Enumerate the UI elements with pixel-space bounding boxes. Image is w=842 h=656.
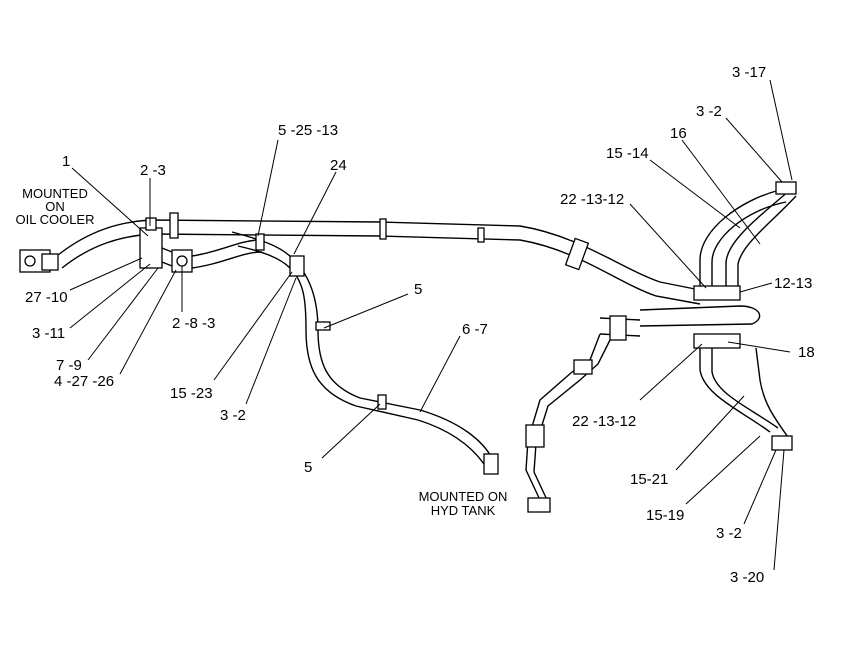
hose-clip — [289, 255, 305, 277]
hyd-tank-note: MOUNTED ON HYD TANK — [419, 489, 508, 518]
hyd-tank-note-line2: HYD TANK — [431, 503, 496, 518]
callout-18: 18 — [798, 344, 815, 361]
clamp-b — [379, 218, 387, 240]
callout-3-2-b: 3 -2 — [696, 103, 722, 120]
oil-cooler-fittings — [19, 217, 263, 273]
callout-12-13: 12-13 — [774, 275, 812, 292]
callout-15-21: 15-21 — [630, 471, 668, 488]
clamp-c — [477, 227, 485, 243]
flange-bolt — [24, 255, 36, 267]
tee-cap — [145, 217, 157, 231]
callout-5-25-13: 5 -25 -13 — [278, 122, 338, 139]
callout-5-a: 5 — [414, 281, 422, 298]
callout-22-13-12-a: 22 -13-12 — [560, 191, 624, 208]
clamp-d — [564, 237, 590, 271]
callout-2-3: 2 -3 — [140, 162, 166, 179]
hose-band-c — [377, 394, 387, 410]
callout-3-11: 3 -11 — [32, 325, 65, 342]
right-manifold — [525, 181, 797, 513]
elbow-coupler — [525, 424, 545, 448]
bottom-right-clamp — [771, 435, 793, 451]
mount-bracket — [573, 359, 593, 375]
lower-flange-block — [693, 333, 741, 349]
left-port-fitting — [609, 315, 627, 341]
oil-cooler-note-line1: MOUNTED — [22, 186, 88, 201]
callout-5-b: 5 — [304, 459, 312, 476]
end-flange — [527, 497, 551, 513]
oil-cooler-note-line3: OIL COOLER — [16, 212, 95, 227]
callout-27-10: 27 -10 — [25, 289, 68, 306]
tank-fitting — [483, 453, 499, 475]
oil-cooler-note: MOUNTED ON OIL COOLER — [16, 186, 95, 227]
callout-3-17: 3 -17 — [732, 64, 766, 81]
callout-3-2-c: 3 -2 — [716, 525, 742, 542]
callout-24: 24 — [330, 157, 347, 174]
callout-3-20: 3 -20 — [730, 569, 764, 586]
callout-1: 1 — [62, 153, 70, 170]
callout-3-2-a: 3 -2 — [220, 407, 246, 424]
callout-7-9: 7 -9 — [56, 357, 82, 374]
callout-6-7: 6 -7 — [462, 321, 488, 338]
tank-hose — [231, 231, 499, 475]
callout-22-13-12-b: 22 -13-12 — [572, 413, 636, 430]
hose-band-a — [255, 233, 265, 251]
callout-15-19: 15-19 — [646, 507, 684, 524]
callout-15-14: 15 -14 — [606, 145, 649, 162]
elbow-bolt — [176, 255, 188, 267]
hyd-tank-note-line1: MOUNTED ON — [419, 489, 508, 504]
clamp-a — [169, 212, 179, 239]
callout-15-23: 15 -23 — [170, 385, 213, 402]
leader-lines — [69, 79, 793, 571]
flange-collar — [41, 253, 59, 271]
callout-2-8-3: 2 -8 -3 — [172, 315, 215, 332]
callout-16: 16 — [670, 125, 687, 142]
top-right-clamp — [775, 181, 797, 195]
oil-cooler-note-line2: ON — [45, 199, 65, 214]
callout-labels: 1 2 -3 5 -25 -13 24 27 -10 2 -8 -3 3 -11… — [25, 64, 815, 586]
tee-fitting — [139, 227, 163, 269]
callout-4-27-26: 4 -27 -26 — [54, 373, 114, 390]
main-upper-hose — [57, 212, 701, 305]
upper-flange-block — [693, 285, 741, 301]
